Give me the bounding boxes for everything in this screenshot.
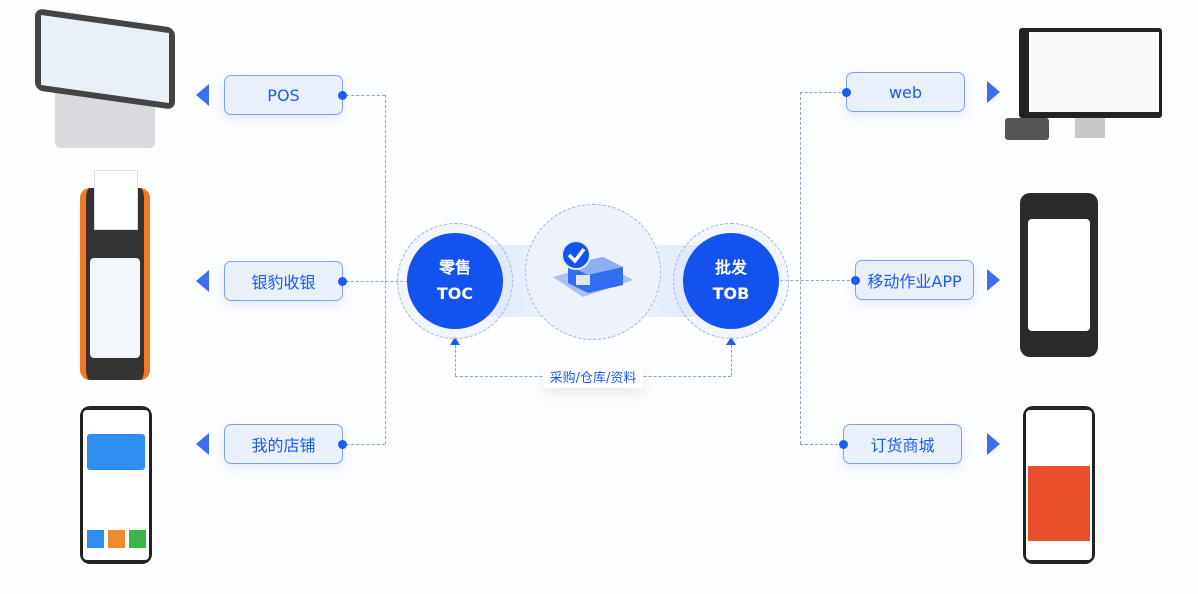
connector	[455, 345, 456, 376]
connector	[731, 345, 732, 376]
retail-toc-node: 零售 TOC	[407, 233, 503, 329]
connector	[800, 444, 843, 445]
arrow-up-icon	[450, 337, 460, 345]
connector	[346, 95, 385, 96]
label: 订货商城	[870, 436, 935, 455]
handheld-pos-image	[80, 170, 150, 380]
desktop-monitor-image	[1005, 28, 1162, 143]
label: 银豹收银	[251, 273, 316, 292]
mobile-terminal-image	[1020, 193, 1098, 357]
tob-label: TOB	[712, 284, 750, 303]
mall-phone-image	[1023, 406, 1095, 564]
yinbao-cashier-button[interactable]: 银豹收银	[224, 261, 343, 301]
label: 我的店铺	[251, 436, 316, 455]
arrow-left-icon	[196, 270, 209, 292]
label: POS	[267, 85, 300, 105]
arrow-up-icon	[726, 337, 736, 345]
shared-data-label: 采购/仓库/资料	[543, 365, 643, 388]
wholesale-label: 批发	[714, 258, 747, 277]
connector-dot	[842, 88, 851, 97]
label: 移动作业APP	[867, 272, 962, 291]
connector	[780, 280, 855, 281]
arrow-right-icon	[987, 81, 1000, 103]
connector-dot	[338, 440, 347, 449]
connector	[346, 281, 408, 282]
mobile-app-button[interactable]: 移动作业APP	[855, 260, 974, 300]
connector-dot	[839, 440, 848, 449]
store-phone-image	[80, 406, 152, 564]
connector-dot	[338, 91, 347, 100]
order-mall-button[interactable]: 订货商城	[843, 424, 962, 464]
my-store-button[interactable]: 我的店铺	[224, 424, 343, 464]
connector	[800, 92, 846, 93]
connector	[385, 95, 386, 444]
arrow-right-icon	[987, 269, 1000, 291]
wholesale-tob-node: 批发 TOB	[683, 233, 779, 329]
arrow-right-icon	[987, 433, 1000, 455]
label: web	[888, 82, 923, 102]
connector-dot	[851, 276, 860, 285]
retail-label: 零售	[438, 258, 471, 277]
store-check-icon	[553, 240, 633, 297]
connector	[800, 92, 801, 444]
web-button[interactable]: web	[846, 72, 965, 112]
pos-terminal-image	[35, 8, 175, 150]
toc-label: TOC	[436, 284, 474, 303]
pos-button[interactable]: POS	[224, 75, 343, 115]
arrow-left-icon	[196, 433, 209, 455]
connector-dot	[338, 277, 347, 286]
arrow-left-icon	[196, 84, 209, 106]
connector	[346, 444, 385, 445]
